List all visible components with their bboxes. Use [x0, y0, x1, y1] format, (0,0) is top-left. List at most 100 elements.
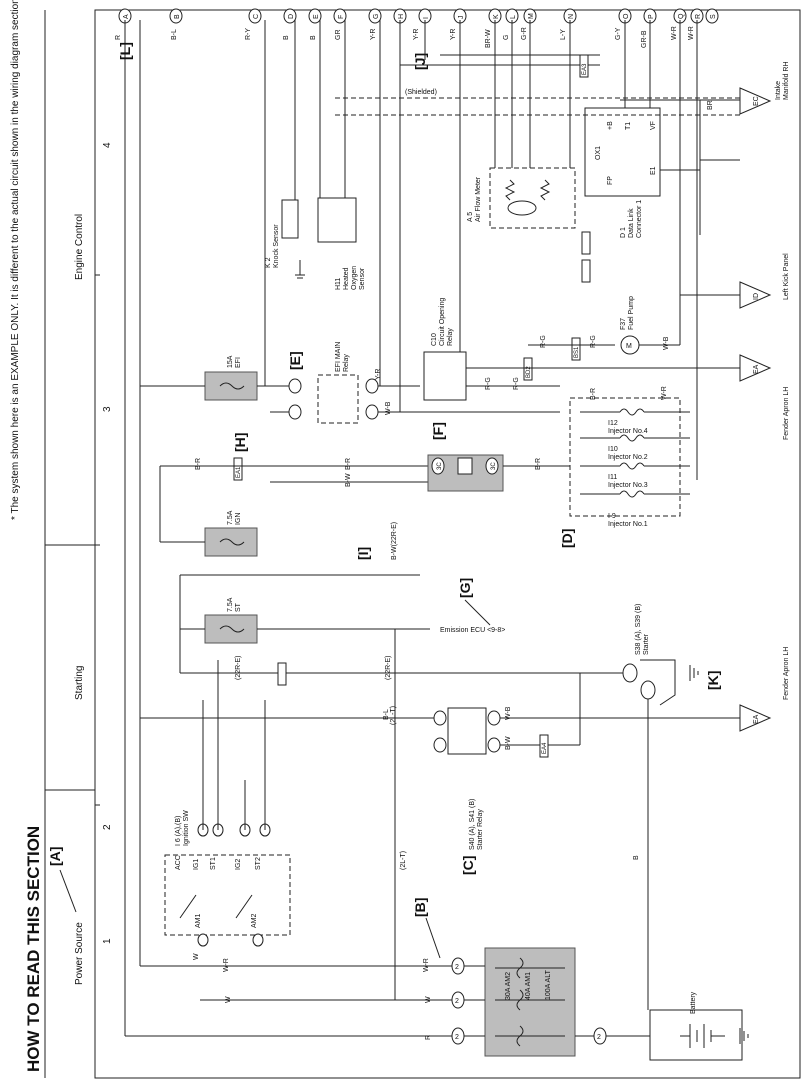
fuel-pump-m: M — [626, 343, 632, 350]
dlc-e1: E1 — [650, 166, 657, 175]
callout-g: [G] — [457, 578, 473, 598]
cor-sub1: Circuit Opening — [439, 298, 446, 346]
starter-ground-icon — [689, 665, 699, 681]
fuse-st-amp: 7.5A — [227, 597, 234, 612]
starter-terminal-a — [622, 663, 638, 683]
label-wb-fp: W-B — [663, 336, 670, 350]
knock-sub: Knock Sensor — [273, 224, 280, 268]
top-label-gy: G-Y — [615, 27, 622, 40]
ign-ig2: IG2 — [235, 859, 242, 870]
connector-3c-pin — [431, 457, 445, 475]
label-rg-3: R-G — [540, 335, 547, 348]
label-bw22: B-W(22R-E) — [391, 522, 398, 560]
dlc-sub1: Data Link — [628, 208, 635, 238]
page-note: * The system shown here is an EXAMPLE ON… — [10, 0, 21, 520]
efi-main-name: EFI MAIN — [335, 342, 342, 372]
j3c-b: 3C — [491, 462, 497, 470]
top-label-bl: B-L — [171, 29, 178, 40]
top-label-wr1: W-R — [671, 26, 678, 40]
ground-ec-code: EC — [753, 96, 760, 106]
label-r: R — [425, 1035, 432, 1040]
top-label-b2: B — [310, 35, 317, 40]
battery-label: Battery — [690, 991, 697, 1014]
cor-sub2: Relay — [447, 328, 454, 346]
connector-letter: P — [648, 14, 655, 19]
grid-number-3: 3 — [102, 406, 113, 412]
junction-22re-2: (22R-E) — [385, 655, 392, 680]
starter-relay-box — [447, 707, 487, 755]
ign-output-wires — [202, 660, 266, 830]
fuse-box — [484, 947, 576, 1057]
dlc-t1: T1 — [625, 122, 632, 130]
emission-ecu: Emission ECU <9-8> — [440, 627, 505, 634]
label-wr: W-R — [223, 958, 230, 972]
fuse-icon — [516, 1025, 524, 1047]
junction-2lt-2: (2L-T) — [400, 851, 407, 870]
efi-terminals — [288, 378, 379, 420]
fuse-icon — [516, 989, 524, 1011]
junction-ea1-label: EA1 — [236, 466, 242, 478]
afm-name: A 5 — [467, 212, 474, 222]
label-br-3: B-R — [535, 458, 542, 470]
callout-g-leader — [464, 599, 491, 626]
inj3-name: I11 — [608, 474, 617, 481]
dlc-ox1: OX1 — [595, 146, 602, 160]
junction-ea3-top — [579, 54, 589, 78]
data-link-connector — [584, 107, 661, 197]
dlc-b: +B — [607, 121, 614, 130]
injector-group — [569, 397, 681, 517]
label-br-inj: B-R — [590, 388, 597, 400]
connector-letter: C — [253, 14, 260, 19]
junction-ea3-label: EA3 — [582, 63, 588, 75]
starter-relay-name: S40 (A), S41 (B) — [469, 799, 476, 850]
callout-a-leader — [59, 869, 77, 913]
top-label-yr1: Y-R — [370, 29, 377, 40]
junction-ea3-mid — [581, 231, 591, 255]
starter-terminal-b — [640, 680, 656, 700]
label-wr-inj: W-R — [661, 386, 668, 400]
callout-i: [I] — [355, 547, 371, 560]
grid-number-1: 1 — [102, 938, 113, 944]
connector-3c-block — [457, 457, 473, 475]
inj1-sub: Injector No.1 — [608, 521, 648, 528]
label-wb-efi: W-B — [385, 401, 392, 415]
top-label-wr2: W-R — [688, 26, 695, 40]
label-bw-2: B-W — [345, 473, 352, 487]
fuse-efi-name: EFI — [235, 357, 242, 368]
shield-lines — [335, 97, 740, 116]
label-w2: W — [425, 996, 432, 1003]
knock-sensor — [281, 199, 299, 239]
ground-ec — [739, 87, 772, 115]
ign-sw-sub: Ignition SW — [183, 810, 190, 846]
fuse-ign-amp: 7.5A — [227, 510, 234, 525]
callout-h: [H] — [232, 433, 248, 452]
fuel-pump-name: F37 — [620, 318, 627, 330]
ign-ig1: IG1 — [193, 859, 200, 870]
grid-number-4: 4 — [102, 142, 113, 148]
inj4-sub: Injector No.4 — [608, 428, 648, 435]
ign-switch-contacts — [179, 894, 253, 919]
page-title: HOW TO READ THIS SECTION — [24, 826, 43, 1072]
callout-d: [D] — [559, 529, 575, 548]
connector-circle — [368, 8, 382, 24]
fuse-100a-alt: 100A ALT — [545, 969, 552, 1000]
fuse-efi — [204, 371, 258, 401]
section-power-source: Power Source — [74, 922, 85, 985]
callout-c: [C] — [460, 856, 476, 875]
ign-sw-name: I 6 (A),(B) — [175, 816, 182, 846]
junction-bs1 — [571, 337, 581, 361]
connector-letter: S — [710, 14, 717, 19]
junction-ea3-a — [277, 662, 287, 686]
ground-ea-upper-name: Fender Apron LH — [783, 387, 790, 440]
junction-ea1 — [233, 457, 243, 481]
connector-letter: Q — [678, 13, 685, 19]
top-label-ry: R-Y — [245, 28, 252, 40]
top-label-yr3: Y-R — [450, 29, 457, 40]
injector-returns — [644, 411, 690, 495]
label-yr: Y-R — [375, 369, 382, 380]
fuse-30a-am2: 30A AM2 — [505, 972, 512, 1000]
starter-relay-terminals — [433, 710, 501, 753]
svg-text:2: 2 — [455, 998, 459, 1005]
fuel-pump-sub: Fuel Pump — [628, 296, 635, 330]
